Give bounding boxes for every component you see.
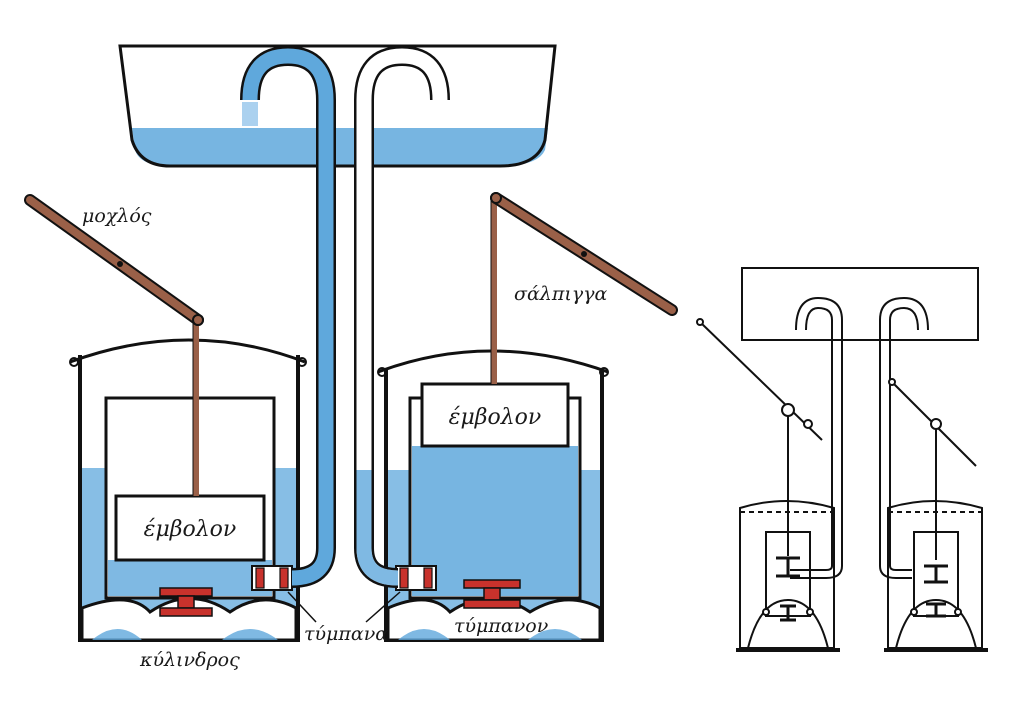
schematic-reservoir [741,267,979,341]
reservoir-outline [118,44,557,168]
reservoir-water [132,128,548,166]
right-inner-water [412,446,578,596]
rod-label: σάλπιγγα [514,283,607,305]
right-piston-label: έμβολον [449,405,542,430]
right-cylinder: έμβολον [377,200,609,642]
left-piston [114,494,266,562]
valve-label: τύμπανον [454,615,549,637]
lever [24,194,204,326]
valves-label: τύμπανα [304,623,388,645]
left-piston-label: έμβολον [144,517,237,542]
left-bottom-valve [159,587,213,597]
left-cylinder: έμβολον [69,322,307,642]
lever-label: μοχλός [82,205,152,227]
reservoir [118,44,557,168]
left-vessel-lid [69,338,306,364]
rod-handle [490,192,678,316]
right-pipe [354,45,450,588]
right-bottom-valve [463,579,521,589]
schematic [696,267,988,652]
cylinder-label: κύλινδρος [139,649,240,671]
left-pipe [240,45,336,588]
